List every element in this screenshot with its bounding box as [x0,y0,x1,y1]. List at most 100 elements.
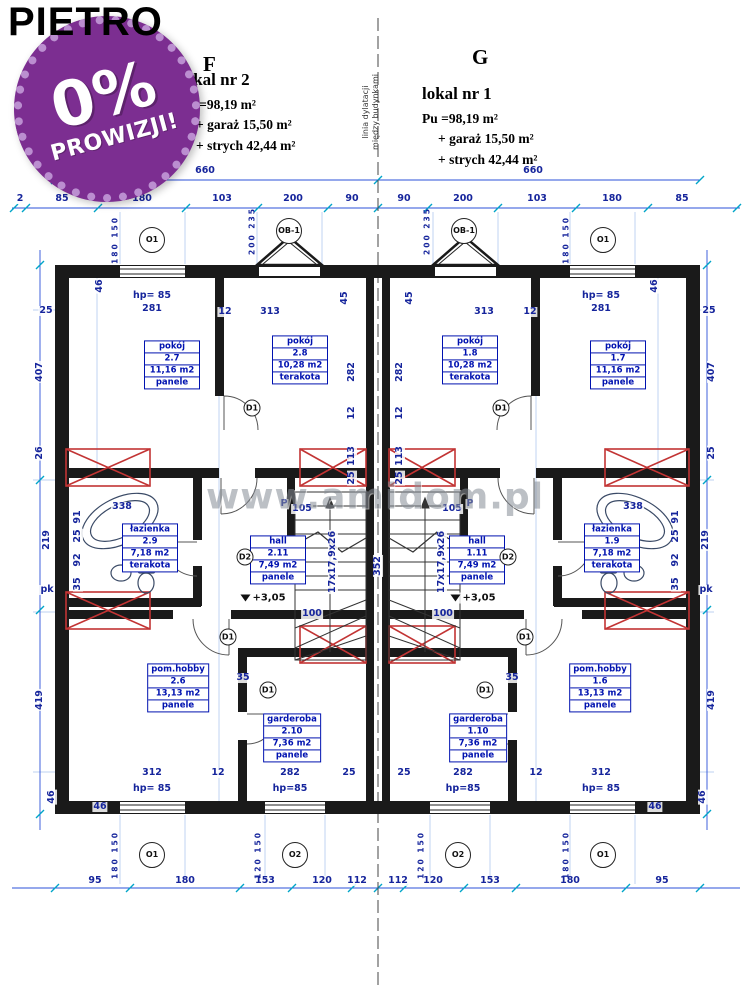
bay-window-right [429,235,502,267]
dimension-label: hp= 85 [131,783,173,795]
dimension-label: 153 [479,875,501,887]
dimension-label: 282 [279,767,301,779]
dimension-label: 12 [210,767,226,779]
dimension-label: 95 [87,875,103,887]
dimension-label: 312 [590,767,612,779]
room-floor-finish: terakota [129,560,171,571]
dimension-label: 12 [528,767,544,779]
dimension-label: 153 [254,875,276,887]
dimension-label: 200 [282,193,304,205]
dimension-label: 120 [422,875,444,887]
dimension-label: pk [39,584,55,596]
walls [55,265,700,814]
room-number: 2.6 [148,676,208,689]
dimension-label: 282 [452,767,474,779]
dimension-label: hp= 85 [131,290,173,302]
room-label: pokój 2.8 10,28 m2 terakota [272,335,328,385]
door-marker: D1 [492,399,510,417]
dimension-label: 85 [54,193,70,205]
dimension-label: 100 [432,608,454,620]
unit-usable-area: Pu =98,19 m² [422,111,498,126]
dimension-label: 281 [141,303,163,315]
window-marker: 120 150 O2 [417,831,471,879]
level-marker: +3,05 [450,592,496,604]
dimension-label: 2 [15,193,25,205]
window-marker: 200 235 OB-1 [248,207,302,255]
dimension-label: 35 [235,672,251,684]
window-marker-symbol: O1 [596,850,610,859]
room-name: garderoba [450,714,506,727]
dimension-label: 95 [654,875,670,887]
dimension-label: 112 [387,875,409,887]
door-marker: D1 [259,681,277,699]
window-marker: 180 150 O1 [562,831,616,879]
window-marker-symbol: O1 [145,850,159,859]
window-marker-symbol: O2 [288,850,302,859]
door-marker: D1 [243,399,261,417]
room-number: 1.9 [585,536,639,549]
unit-attic-area: + strych 42,44 m² [196,137,296,153]
room-name: pokój [273,336,327,349]
unit-garage-area: + garaż 15,50 m² [196,117,292,133]
room-name: łazienka [123,524,177,537]
door-marker: D1 [516,628,534,646]
dimension-label: 338 [111,501,133,513]
room-label: pom.hobby 1.6 13,13 m2 panele [569,663,631,713]
dimension-label: 120 [311,875,333,887]
room-floor-finish: terakota [279,372,321,383]
room-floor-finish: terakota [591,560,633,571]
room-area: 11,16 m2 [591,366,645,378]
dimension-label: 90 [396,193,412,205]
dimension-label: hp= 85 [580,290,622,302]
window-marker: 200 235 OB-1 [423,207,477,255]
room-area: 7,18 m2 [123,549,177,561]
dimension-label: 338 [622,501,644,513]
room-floor-finish: panele [261,572,295,583]
watermark: www.amidom.pl [205,476,545,518]
dimension-label: 25 [341,767,357,779]
dimension-label: 100 [301,608,323,620]
unit-info-lokal-2: lokal nr 2 Pu =98,19 m² + garaż 15,50 m²… [180,70,295,156]
room-number: 1.7 [591,353,645,366]
level-triangle-icon [450,594,461,602]
dimension-label: 180 [559,875,581,887]
room-floor-finish: panele [601,377,635,388]
room-name: pom.hobby [148,664,208,677]
room-name: pokój [591,341,645,354]
dimension-label: 200 [452,193,474,205]
dimension-label: 112 [346,875,368,887]
windows [120,235,635,813]
room-number: 2.10 [264,726,320,739]
room-area: 7,49 m2 [251,561,305,573]
level-value: +3,05 [252,592,286,604]
unit-attic-area: + strych 42,44 m² [438,151,538,167]
room-floor-finish: panele [275,750,309,761]
window-marker: 120 150 O2 [254,831,308,879]
room-label: pokój 1.8 10,28 m2 terakota [442,335,498,385]
dimension-label: 103 [211,193,233,205]
dimension-label: 46 [647,801,663,813]
red-crossed-boxes [65,448,690,664]
room-label: garderoba 2.10 7,36 m2 panele [263,713,321,763]
window-marker: 180 150 O1 [111,216,165,264]
dimension-label: 312 [141,767,163,779]
room-area: 7,49 m2 [450,561,504,573]
dimension-label: 25 [396,767,412,779]
room-number: 1.11 [450,548,504,561]
window-marker-symbol: O1 [145,235,159,244]
room-floor-finish: panele [583,700,617,711]
room-label: garderoba 1.10 7,36 m2 panele [449,713,507,763]
level-marker: +3,05 [240,592,286,604]
window-marker-symbol: OB-1 [278,226,300,235]
dimension-label: 12 [217,306,233,318]
window-marker: 180 150 O1 [111,831,165,879]
section-letter-g: G [472,45,489,69]
dimension-label: 35 [504,672,520,684]
dimension-label: 103 [526,193,548,205]
room-floor-finish: panele [155,377,189,388]
room-area: 10,28 m2 [273,361,327,373]
